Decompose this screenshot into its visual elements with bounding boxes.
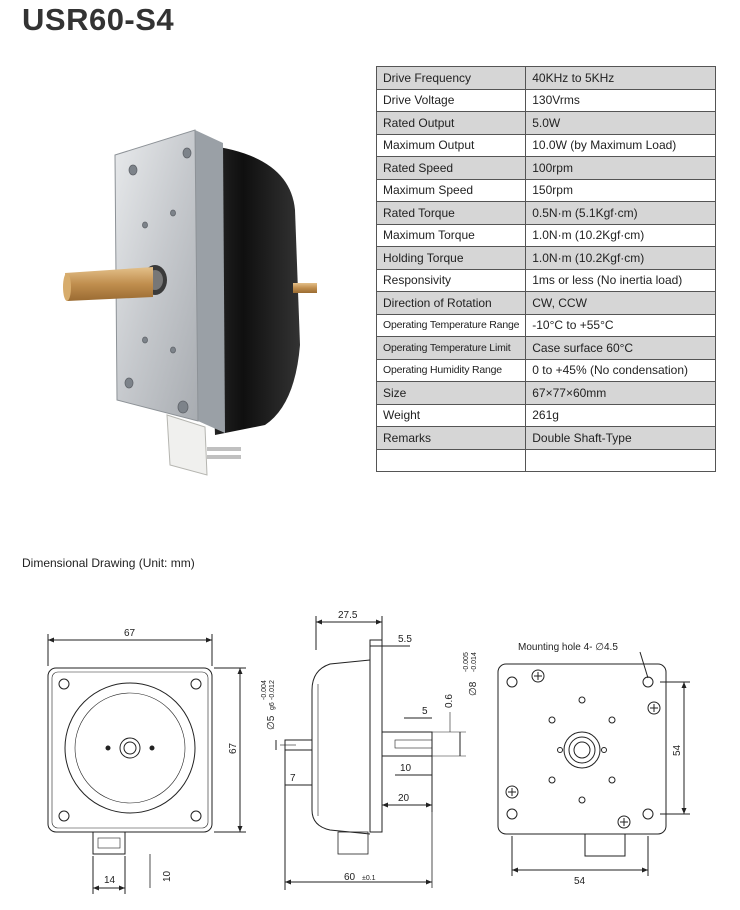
spec-value: 0.5N·m (5.1Kgf·cm): [525, 201, 716, 225]
spec-label: Holding Torque: [375, 246, 527, 270]
spec-value: 1.0N·m (10.2Kgf·cm): [525, 223, 716, 247]
spec-label: Responsivity: [375, 268, 527, 292]
spec-label: Operating Temperature Range: [375, 313, 527, 337]
dim-body-length: 27.5: [338, 610, 358, 621]
spec-value: 40KHz to 5KHz: [525, 66, 716, 90]
spec-label: Size: [375, 381, 527, 405]
front-view: [47, 634, 246, 894]
spec-label: Rated Output: [375, 111, 527, 135]
spec-value: 0 to +45% (No condensation): [525, 358, 716, 382]
spec-value: 261g: [525, 403, 716, 427]
spec-label: Maximum Torque: [375, 223, 527, 247]
spec-value: 100rpm: [525, 156, 716, 180]
dim-shaft-tol-a: -0.004: [261, 680, 268, 700]
dim-total-length: 60: [344, 872, 356, 883]
dim-total-tolerance: ±0.1: [362, 875, 376, 882]
spec-value: 1ms or less (No inertia load): [525, 268, 716, 292]
spec-label: Operating Temperature Limit: [375, 336, 527, 360]
dim-flange: 5.5: [398, 634, 412, 645]
dim-front-total: 20: [398, 793, 410, 804]
spec-label: Operating Humidity Range: [375, 358, 527, 382]
spec-value: 130Vrms: [525, 88, 716, 112]
dim-rear-pitch-height: 54: [672, 744, 683, 756]
spec-value: 1.0N·m (10.2Kgf·cm): [525, 246, 716, 270]
product-title: USR60-S4: [22, 2, 175, 37]
spec-label: Maximum Speed: [375, 178, 527, 202]
dim-shaft2-tol-a: -0.005: [463, 652, 470, 672]
dim-rear-shaft: 7: [290, 773, 296, 784]
spec-label: Rated Torque: [375, 201, 527, 225]
dim-connector-width: 14: [104, 875, 116, 886]
rear-view: [497, 651, 690, 876]
spec-label: Maximum Output: [375, 133, 527, 157]
dim-key-width: 5: [422, 706, 428, 717]
spec-value: CW, CCW: [525, 291, 716, 315]
spec-value: Case surface 60°C: [525, 336, 716, 360]
spec-label: Drive Frequency: [375, 66, 527, 90]
spec-value: 5.0W: [525, 111, 716, 135]
table-row-empty: [375, 448, 716, 472]
dim-front-height: 67: [228, 742, 239, 754]
spec-value: -10°C to +55°C: [525, 313, 716, 337]
side-view: [275, 616, 466, 890]
spec-value: 10.0W (by Maximum Load): [525, 133, 716, 157]
dim-shaft2-diameter: ∅8: [468, 681, 479, 696]
motor-photo: [63, 129, 317, 476]
mounting-hole-label: Mounting hole 4- ∅4.5: [518, 642, 618, 653]
table-row: Operating Temperature Range-10°C to +55°…: [375, 313, 716, 337]
dim-shaft-tol-b: -0.012: [269, 680, 276, 700]
spec-label: Remarks: [375, 426, 527, 450]
spec-label: Weight: [375, 403, 527, 427]
dimensional-drawing-title: Dimensional Drawing (Unit: mm): [22, 556, 195, 570]
dim-shaft-diameter: ∅5: [266, 715, 277, 730]
dim-key-depth: 0.6: [444, 694, 455, 708]
spec-value: Double Shaft-Type: [525, 426, 716, 450]
dimensional-drawings: 67 67 14 10 27.5 5.5 7 10 20 5 60 ±0.1 ∅…: [47, 610, 690, 894]
spec-label: [375, 448, 527, 472]
dim-shaft2-tol-b: -0.014: [471, 652, 478, 672]
spec-value: [525, 448, 716, 472]
spec-label: Rated Speed: [375, 156, 527, 180]
spec-value: 150rpm: [525, 178, 716, 202]
dim-front-width: 67: [124, 628, 136, 639]
spec-label: Drive Voltage: [375, 88, 527, 112]
spec-label: Direction of Rotation: [375, 291, 527, 315]
dim-front-shaft: 10: [400, 763, 412, 774]
dim-shaft-fit: g6: [269, 702, 276, 710]
spec-value: 67×77×60mm: [525, 381, 716, 405]
dim-connector-height: 10: [162, 870, 173, 882]
dim-rear-pitch-width: 54: [574, 876, 586, 887]
